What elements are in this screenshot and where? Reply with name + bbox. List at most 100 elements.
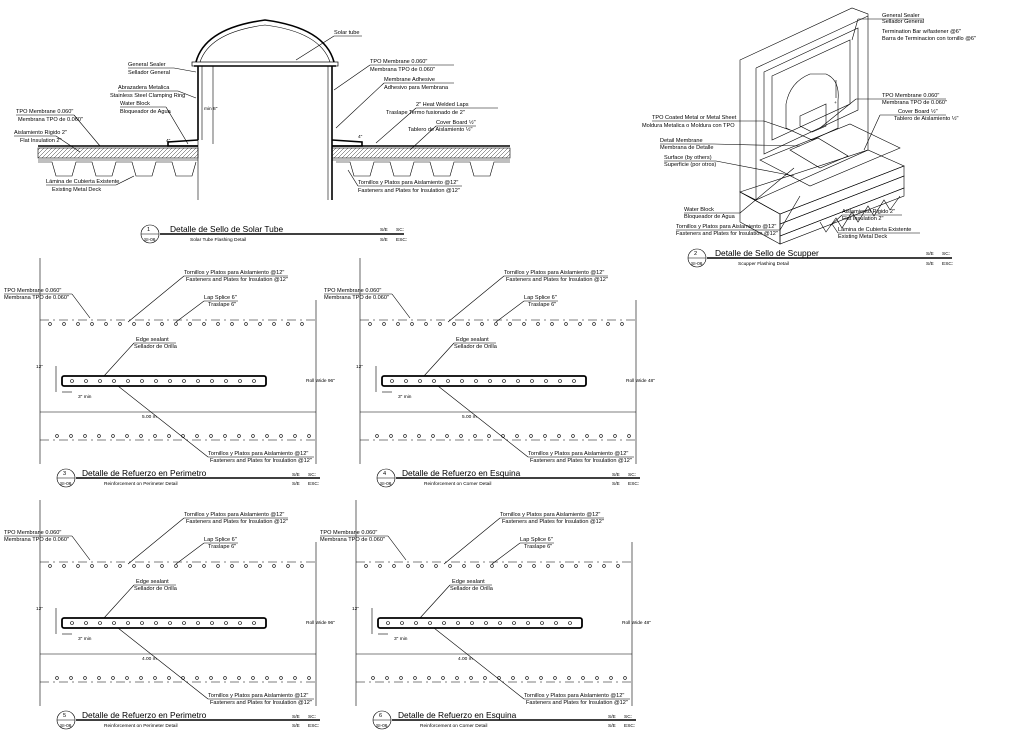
fastener-plate [223,676,227,680]
fastener-plate [392,564,396,568]
label-fasteners: Tornillos y Platos para Aislamiento @12" [504,270,604,276]
fastener-plate [532,564,536,568]
detail-title-en: Reinforcement on Perimeter Detail [104,723,178,729]
fastener-plate [494,322,498,326]
fastener-plate [375,434,379,438]
strip-fastener [446,379,450,383]
roll-width: Roll Wide 48" [626,378,655,384]
strip-fastener [196,379,200,383]
svg-text:S/E: S/E [608,714,616,720]
svg-text:Flat Insulation 2": Flat Insulation 2" [20,138,61,144]
fastener-plate [473,434,477,438]
reinforcement-strip [381,375,587,387]
svg-text:Sellador de Orilla: Sellador de Orilla [450,586,494,592]
fastener-plate [490,564,494,568]
svg-text:Water Block: Water Block [684,207,714,213]
fastener-plate [462,564,466,568]
svg-text:Scupper Flashing Detail: Scupper Flashing Detail [738,261,789,267]
fastener-plate [382,322,386,326]
fastener-plate [97,434,101,438]
roll-width: Roll Wide 48" [622,620,651,626]
svg-text:2" Heat Welded Laps: 2" Heat Welded Laps [416,102,469,108]
detail-title-en: Reinforcement on Perimeter Detail [104,481,178,487]
strip-fastener [112,621,116,625]
svg-text:S/E: S/E [292,723,300,729]
strip-fastener [154,621,158,625]
roll-width: Roll Wide 96" [306,378,335,384]
fastener-plate [265,434,269,438]
svg-text:S/E: S/E [926,261,934,267]
fastener-plate [483,676,487,680]
fastener-plate [300,564,304,568]
strip-fastener [386,621,390,625]
dim-12: 12" [356,364,363,370]
strip-fastener [126,621,130,625]
detail-number: 6 [379,713,382,719]
fastener-plate [90,564,94,568]
fastener-plate [216,322,220,326]
svg-text:S/E: S/E [380,237,388,243]
fastener-plate [455,676,459,680]
fastener-plate [480,322,484,326]
fastener-plate [62,322,66,326]
strip-fastener [168,621,172,625]
strip-fastener [442,621,446,625]
fastener-plate [146,564,150,568]
strip-fastener [112,379,116,383]
dim-12: 12" [36,606,43,612]
scupper-opening [785,73,839,141]
dim-min8: min 8" [204,106,218,112]
roof-section-right [331,145,511,177]
fastener-plate [518,564,522,568]
svg-text:ESC:: ESC: [624,723,635,729]
fastener-plate [146,322,150,326]
fastener-plate [557,434,561,438]
svg-text:Fasteners and Plates for Insul: Fasteners and Plates for Insulation @12" [186,277,288,283]
label-edge-sealant: Edge sealant [456,337,489,343]
strip-fastener [238,621,242,625]
fastener-plate [286,322,290,326]
fastener-plate [279,676,283,680]
dim-3-min: 3" min [398,394,412,400]
strip-fastener [154,379,158,383]
fastener-plate [627,434,631,438]
fastener-plate [118,564,122,568]
strip-fastener [544,379,548,383]
svg-text:S/E: S/E [612,472,620,478]
dim-4-right: 4" [358,134,363,140]
sheet-ref: SI-06 [60,723,72,729]
fastener-plate [550,322,554,326]
detail-number: 4 [383,471,386,477]
fastener-plate [209,434,213,438]
fastener-plate [571,434,575,438]
fastener-plate [202,564,206,568]
strip-fastener [126,379,130,383]
svg-text:ESC:: ESC: [396,237,407,243]
fastener-plate [445,434,449,438]
label-tpo: TPO Membrane 0.060" [320,530,377,536]
svg-text:Aislamiento Rigido 2": Aislamiento Rigido 2" [842,209,895,215]
strip-fastener [460,379,464,383]
dim-4-left: 4" [166,138,171,144]
sheet-ref: SI-06 [60,481,72,487]
svg-text:1: 1 [147,227,150,233]
fastener-plate [216,564,220,568]
strip-fastener [568,621,572,625]
svg-text:S/E: S/E [292,472,300,478]
dim-length: 4.00 m [458,656,473,662]
strip-fastener [540,621,544,625]
strip-fastener [484,621,488,625]
fastener-plate [251,676,255,680]
label-tpo: TPO Membrane 0.060" [324,288,381,294]
svg-text:Solar Tube Flashing Detail: Solar Tube Flashing Detail [190,237,246,243]
label-lap-splice: Lap Splice 6" [204,295,237,301]
fastener-plate [272,564,276,568]
svg-text:Detail Membrane: Detail Membrane [660,138,703,144]
strip-fastener [252,379,256,383]
fastener-plate [476,564,480,568]
strip-fastener [414,621,418,625]
svg-text:SC:: SC: [396,227,404,233]
svg-text:ESC:: ESC: [628,481,639,487]
